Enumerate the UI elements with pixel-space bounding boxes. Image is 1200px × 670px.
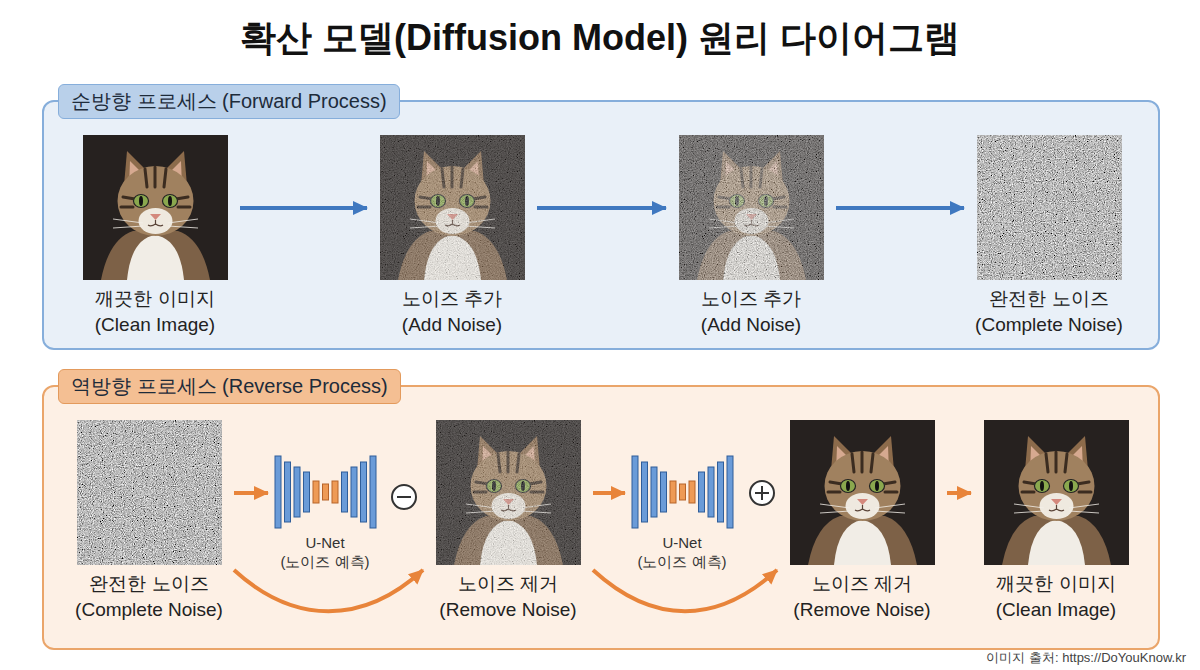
step-label: (Add Noise)	[367, 314, 537, 336]
panel-heading: 역방향 프로세스 (Reverse Process)	[58, 369, 401, 404]
step-label: 깨끗한 이미지	[971, 571, 1141, 597]
image-step: 깨끗한 이미지(Clean Image)	[70, 135, 240, 335]
image-illustration	[679, 135, 824, 280]
image-illustration	[977, 135, 1122, 280]
add-symbol	[750, 481, 774, 505]
image-step: 노이즈 제거(Remove Noise)	[777, 420, 947, 620]
image-illustration	[380, 135, 525, 280]
step-label: 노이즈 제거	[423, 571, 593, 597]
process-panel: 역방향 프로세스 (Reverse Process)완전한 노이즈(Comple…	[42, 385, 1160, 650]
unet-label: U-Net	[268, 534, 382, 551]
image-step: 노이즈 추가(Add Noise)	[666, 135, 836, 335]
flow-arrow	[234, 491, 268, 495]
step-label: 노이즈 추가	[666, 286, 836, 312]
process-panel: 순방향 프로세스 (Forward Process)깨끗한 이미지(Clean …	[42, 100, 1160, 350]
subtract-symbol	[392, 485, 416, 509]
step-label: 노이즈 제거	[777, 571, 947, 597]
flow-arrow	[593, 491, 625, 495]
unet-icon	[270, 452, 380, 532]
source-note: 이미지 출처: https://DoYouKnow.kr	[986, 649, 1186, 667]
step-label: 노이즈 추가	[367, 286, 537, 312]
unet-label: U-Net	[625, 534, 739, 551]
flow-arrow	[836, 206, 964, 210]
image-illustration	[790, 420, 935, 565]
step-label: (Complete Noise)	[964, 314, 1134, 336]
flow-arrow	[947, 491, 971, 495]
step-label: 깨끗한 이미지	[70, 286, 240, 312]
unet-label: (노이즈 예측)	[625, 553, 739, 572]
image-illustration	[77, 420, 222, 565]
flow-arrow	[593, 570, 777, 611]
flow-arrow	[240, 206, 367, 210]
diagram-title: 확산 모델(Diffusion Model) 원리 다이어그램	[0, 14, 1200, 63]
image-illustration	[83, 135, 228, 280]
image-step: 노이즈 추가(Add Noise)	[367, 135, 537, 335]
step-label: (Remove Noise)	[423, 599, 593, 621]
step-label: (Clean Image)	[70, 314, 240, 336]
flow-arrow	[234, 570, 423, 611]
unet-icon	[627, 452, 737, 532]
step-label: (Clean Image)	[971, 599, 1141, 621]
image-illustration	[436, 420, 581, 565]
panel-heading: 순방향 프로세스 (Forward Process)	[58, 84, 400, 119]
step-label: 완전한 노이즈	[64, 571, 234, 597]
unet-label: (노이즈 예측)	[268, 553, 382, 572]
unet-block: U-Net (노이즈 예측)	[625, 452, 739, 572]
step-label: (Add Noise)	[666, 314, 836, 336]
step-label: (Remove Noise)	[777, 599, 947, 621]
image-step: 완전한 노이즈(Complete Noise)	[64, 420, 234, 620]
image-step: 완전한 노이즈(Complete Noise)	[964, 135, 1134, 335]
image-step: 깨끗한 이미지(Clean Image)	[971, 420, 1141, 620]
step-label: 완전한 노이즈	[964, 286, 1134, 312]
unet-block: U-Net (노이즈 예측)	[268, 452, 382, 572]
image-step: 노이즈 제거(Remove Noise)	[423, 420, 593, 620]
image-illustration	[984, 420, 1129, 565]
step-label: (Complete Noise)	[64, 599, 234, 621]
flow-arrow	[537, 206, 666, 210]
